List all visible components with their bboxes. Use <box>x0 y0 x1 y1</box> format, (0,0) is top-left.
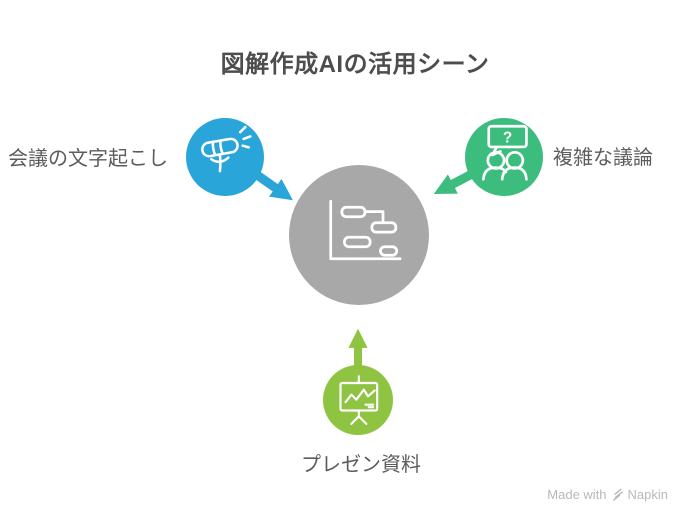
gantt-chart-icon <box>299 173 419 298</box>
people-question-icon: ? <box>469 120 539 195</box>
diagram-title: 図解作成AIの活用シーン <box>220 51 490 78</box>
node-meeting-transcription <box>186 118 264 196</box>
center-node-diagram <box>289 165 429 305</box>
made-with-napkin-watermark: Made with Napkin <box>547 487 668 502</box>
presentation-chart-icon <box>328 368 388 433</box>
napkin-logo-icon <box>611 488 624 501</box>
label-presentation-materials: プレゼン資料 <box>301 454 421 476</box>
microphone-icon <box>192 122 258 193</box>
label-complex-discussion: 複雑な議論 <box>553 147 653 169</box>
question-mark-glyph: ? <box>503 129 512 146</box>
node-presentation-materials <box>323 365 393 435</box>
label-meeting-transcription: 会議の文字起こし <box>8 148 168 170</box>
watermark-prefix: Made with <box>547 487 607 502</box>
watermark-brand: Napkin <box>627 487 668 502</box>
node-complex-discussion: ? <box>465 118 543 196</box>
